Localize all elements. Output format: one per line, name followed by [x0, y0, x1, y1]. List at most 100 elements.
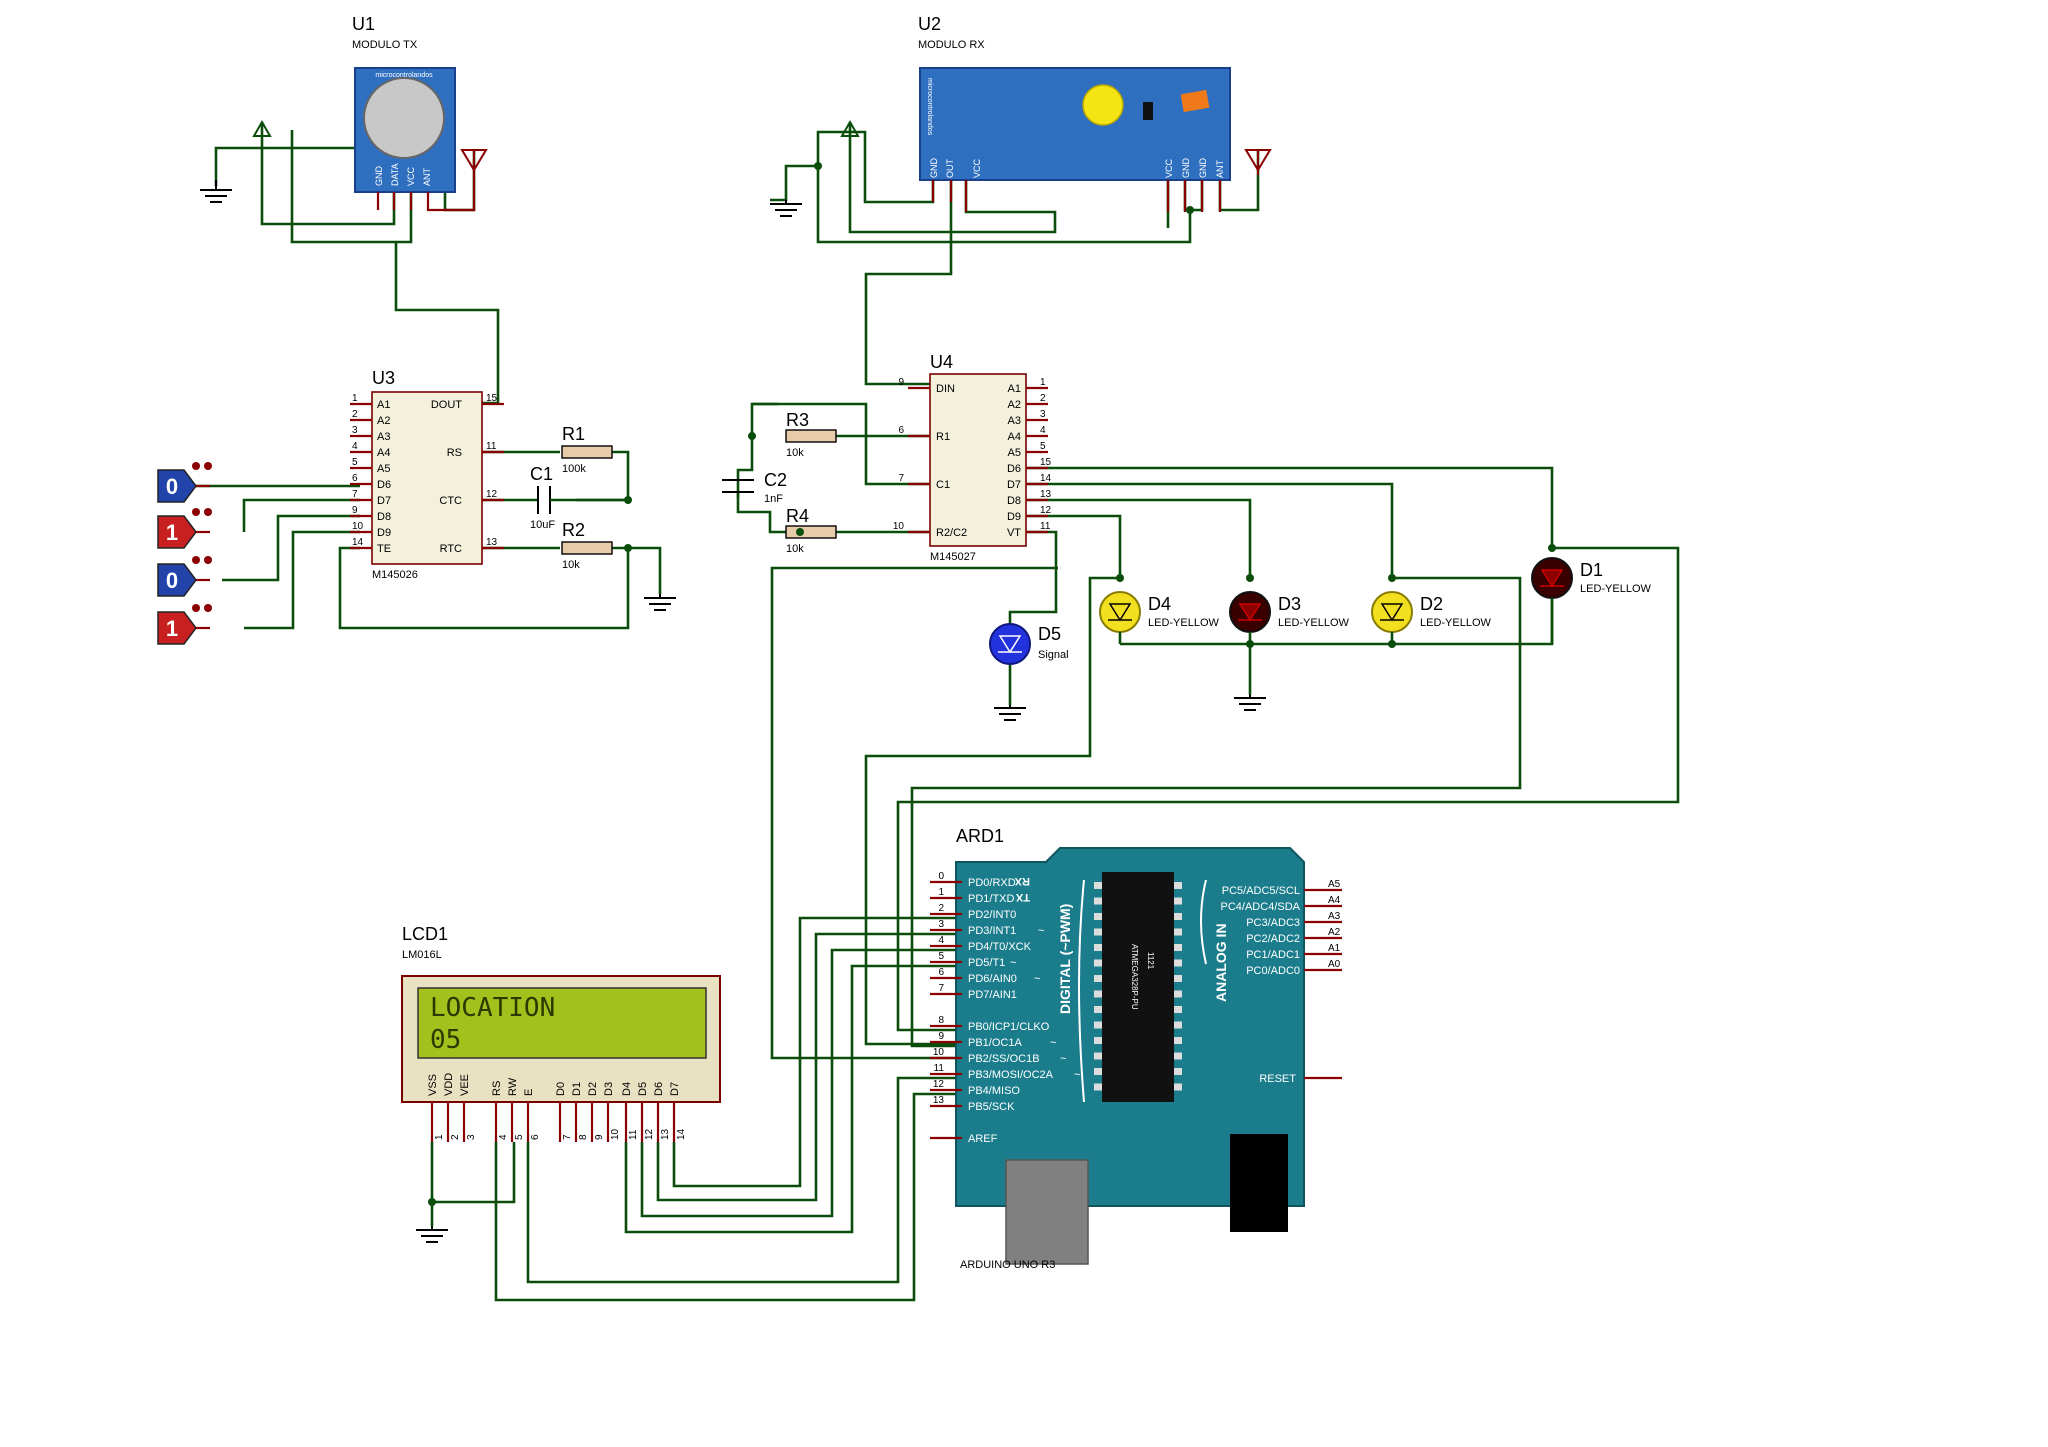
- u2-pin-vcc2: VCC: [1164, 158, 1174, 178]
- u3-pin-label: A5: [377, 463, 390, 475]
- u3-pin-number: 1: [352, 393, 358, 404]
- lcd-pin-number: 1: [434, 1134, 445, 1140]
- antenna-icon: [1244, 149, 1272, 175]
- ground-icon: [200, 180, 232, 203]
- arduino-pin-number: 10: [933, 1047, 945, 1058]
- arduino-analog-pin-number: A2: [1328, 927, 1341, 938]
- ground-icon: [770, 200, 802, 217]
- ard1-tx-label: TX: [1015, 891, 1030, 903]
- d3-ref: D3: [1278, 594, 1301, 614]
- logic-state-value: 1: [166, 520, 178, 545]
- led-d1: D1 LED-YELLOW: [1531, 557, 1652, 599]
- logic-state-value: 0: [166, 568, 178, 593]
- d4-ref: D4: [1148, 594, 1171, 614]
- u4-pin-number: 12: [1040, 505, 1052, 516]
- r1-body: [561, 445, 613, 459]
- lcd-pin-label: E: [523, 1089, 535, 1096]
- arduino-pin-label: PD6/AIN0: [968, 973, 1017, 985]
- u3-pin-label: RTC: [440, 543, 462, 555]
- u2-pin-gnd2: GND: [1181, 158, 1191, 179]
- u3-pin-number: 11: [486, 441, 497, 452]
- arduino-pin-label: PB5/SCK: [968, 1101, 1015, 1113]
- lcd-pin-number: 4: [498, 1134, 509, 1140]
- logic-state-1[interactable]: 1: [157, 508, 212, 549]
- lcd-line-1: LOCATION: [430, 993, 555, 1023]
- u4-ref: U4: [930, 352, 953, 372]
- arduino-analog-pin-label: PC3/ADC3: [1246, 917, 1300, 929]
- arduino-pin-number: 8: [938, 1015, 944, 1026]
- wires: [195, 122, 1680, 1302]
- lcd-pin-label: D4: [621, 1082, 633, 1096]
- u2-pin-gnd3: GND: [1198, 158, 1208, 179]
- arduino-analog-pin-number: A4: [1328, 895, 1341, 906]
- arduino-analog-pin-label: PC1/ADC1: [1246, 949, 1300, 961]
- lcd-pin-label: D6: [653, 1082, 665, 1096]
- led-d3: D3 LED-YELLOW: [1229, 591, 1350, 633]
- lcd-lcd1: LCD1 LM016L LOCATION 05 VSS1VDD2VEE3RS4R…: [401, 924, 721, 1142]
- power-arrow-icon: [252, 119, 272, 150]
- rx-coil: [1180, 89, 1210, 113]
- ard1-chip-code: 1121: [1146, 952, 1155, 970]
- r1-ref: R1: [562, 424, 585, 444]
- u4-pin-number: 13: [1040, 489, 1052, 500]
- logic-state-0[interactable]: 0: [157, 462, 212, 503]
- u3-pin-number: 15: [486, 393, 498, 404]
- u4-pin-label: A5: [1008, 447, 1021, 459]
- u3-pin-label: A1: [377, 399, 390, 411]
- capacitor-c1: C1 10uF: [530, 464, 628, 531]
- arduino-pin-label: PB0/ICP1/CLKO: [968, 1021, 1050, 1033]
- u1-pin-data: DATA: [390, 163, 400, 186]
- arduino-analog-pin-label: PC4/ADC4/SDA: [1221, 901, 1301, 913]
- logic-state-2[interactable]: 0: [157, 556, 212, 597]
- u4-pin-number: 7: [898, 473, 904, 484]
- r3-body: [785, 429, 837, 443]
- u3-pin-number: 10: [352, 521, 364, 532]
- u3-pin-number: 6: [352, 473, 358, 484]
- lcd-pin-number: 10: [610, 1128, 621, 1140]
- r1-value: 100k: [562, 463, 586, 475]
- lcd-pin-label: VSS: [427, 1074, 439, 1096]
- lcd-pin-number: 8: [578, 1134, 589, 1140]
- rx-module-board: [919, 67, 1231, 181]
- lcd-pin-label: RS: [491, 1081, 503, 1096]
- arduino-pin-number: 6: [938, 967, 944, 978]
- lcd-pin-label: D0: [555, 1082, 567, 1096]
- r2-body: [561, 541, 613, 555]
- u4-pin-number: 14: [1040, 473, 1052, 484]
- c2-plates: [722, 479, 754, 493]
- d3-value: LED-YELLOW: [1278, 617, 1350, 629]
- arduino-left-pins: 0PD0/RXD1PD1/TXD2PD2/INT03PD3/INT14PD4/T…: [930, 871, 1080, 1145]
- logic-state-3[interactable]: 1: [157, 604, 212, 645]
- r2-value: 10k: [562, 559, 580, 571]
- arduino-pin-label: PD0/RXD: [968, 877, 1016, 889]
- pwm-mark: ~: [1074, 1069, 1080, 1081]
- u3-pin-number: 5: [352, 457, 358, 468]
- lcd-pin-number: 14: [676, 1128, 687, 1140]
- led-d2: D2 LED-YELLOW: [1371, 591, 1492, 633]
- tx-crystal-can: [363, 77, 445, 159]
- u3-pin-label: A2: [377, 415, 390, 427]
- u4-pin-label: D6: [1007, 463, 1021, 475]
- power-arrow-icon: [840, 119, 860, 150]
- d5-ref: D5: [1038, 624, 1061, 644]
- arduino-pin-label: PB3/MOSI/OC2A: [968, 1069, 1054, 1081]
- u3-pin-number: 12: [486, 489, 498, 500]
- arduino-pin-label: PB2/SS/OC1B: [968, 1053, 1040, 1065]
- arduino-pin-label: PD3/INT1: [968, 925, 1016, 937]
- lcd-pin-number: 9: [594, 1134, 605, 1140]
- arduino-pin-number: 13: [933, 1095, 945, 1106]
- lcd-pin-label: D1: [571, 1082, 583, 1096]
- arduino-analog-pin-number: A3: [1328, 911, 1341, 922]
- d2-ref: D2: [1420, 594, 1443, 614]
- c2-value: 1nF: [764, 493, 783, 505]
- ard1-digital-label: DIGITAL (~PWM): [1057, 904, 1073, 1014]
- logic-state-sources: 0 1 0 1: [157, 462, 212, 645]
- u4-pin-label: A2: [1008, 399, 1021, 411]
- arduino-pin-number: 12: [933, 1079, 945, 1090]
- ard1-rx-label: RX: [1014, 875, 1030, 887]
- u3-body: [371, 391, 483, 565]
- arduino-analog-pin-label: PC0/ADC0: [1246, 965, 1300, 977]
- lcd-pin-number: 2: [450, 1134, 461, 1140]
